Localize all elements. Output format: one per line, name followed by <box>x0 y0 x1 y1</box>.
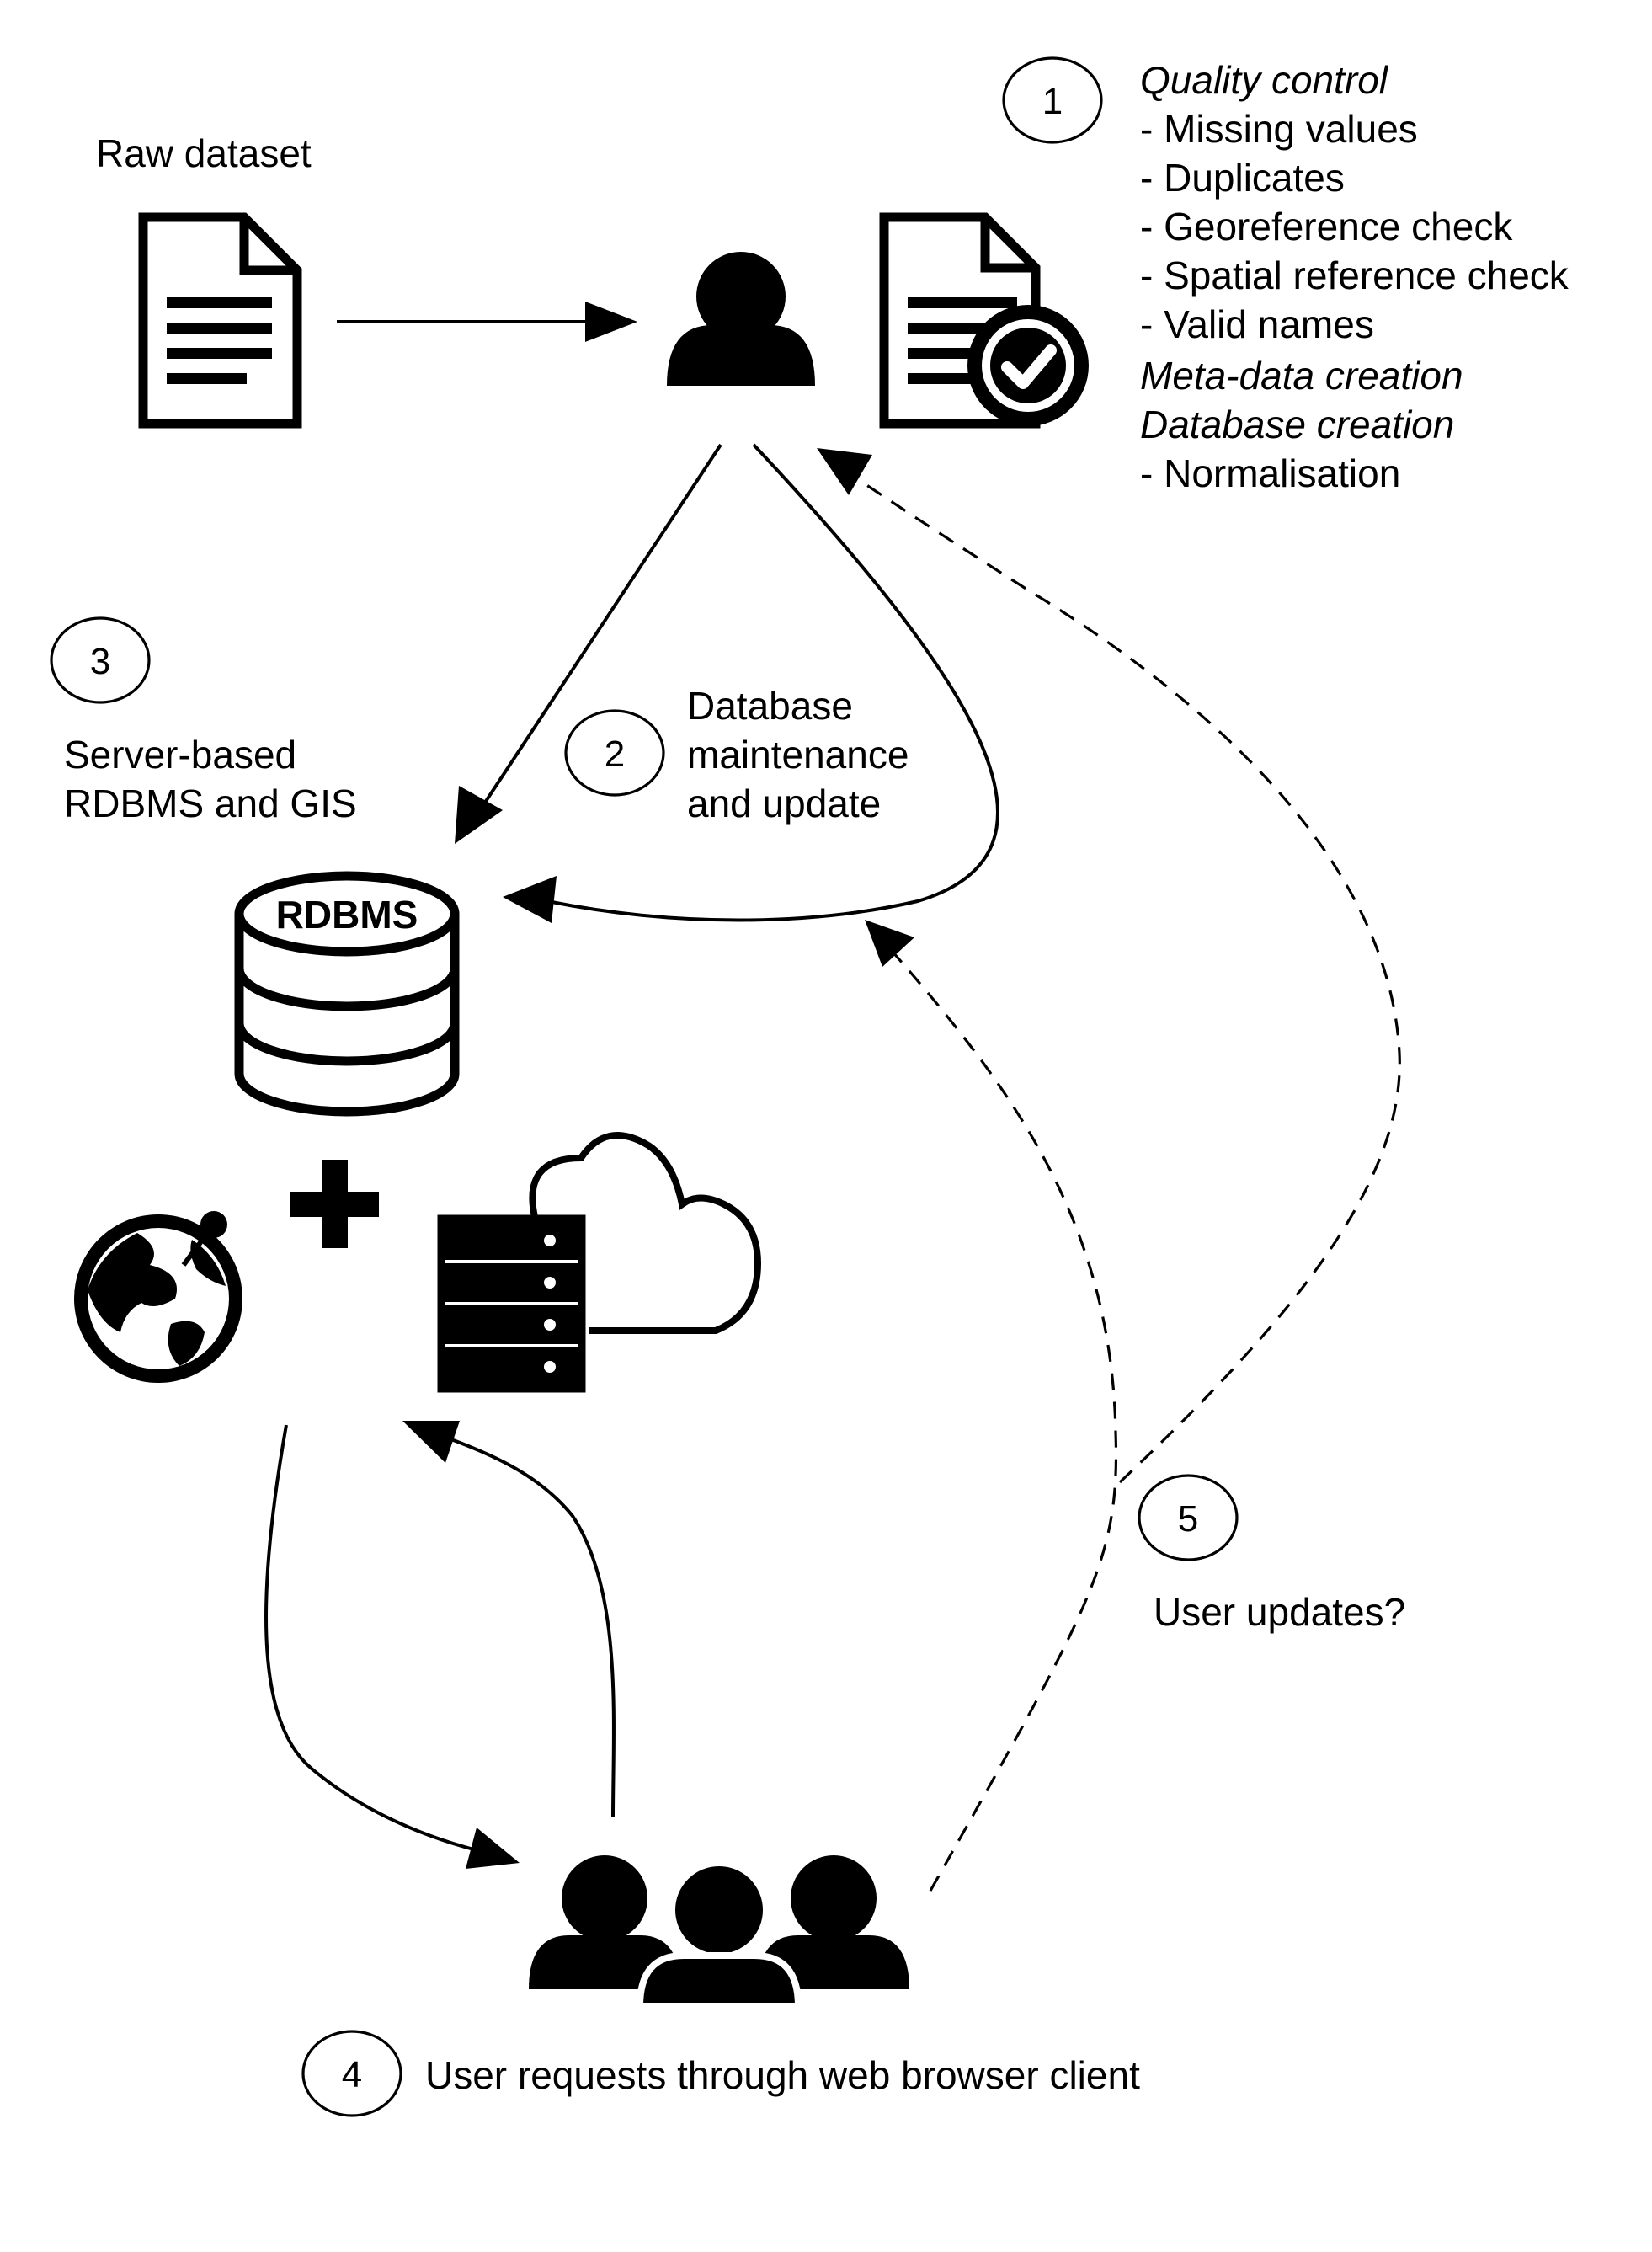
step-5-badge: 5 <box>1138 1474 1239 1561</box>
database-creation-heading: Database creation <box>1140 403 1454 446</box>
step-3-badge: 3 <box>50 616 151 704</box>
arrow-raw-to-user <box>337 302 637 342</box>
check-item: - Missing values <box>1140 107 1418 151</box>
database-label: RDBMS <box>276 893 418 937</box>
normalisation-item: - Normalisation <box>1140 451 1400 495</box>
step-4-label: User requests through web browser client <box>425 2053 1140 2097</box>
check-item: - Georeference check <box>1140 205 1513 248</box>
step-2-badge: 2 <box>564 709 665 797</box>
step-1-text: Quality control - Missing values - Dupli… <box>1140 58 1569 495</box>
document-icon <box>138 212 302 429</box>
svg-text:RDBMS and GIS: RDBMS and GIS <box>64 782 357 825</box>
step-2-text: Database maintenance and update <box>687 684 909 825</box>
database-icon: RDBMS <box>234 871 460 1117</box>
arrow-users-to-server <box>402 1421 616 1817</box>
users-group-icon <box>529 1855 909 2009</box>
svg-text:and update: and update <box>687 782 881 825</box>
plus-icon <box>290 1160 379 1248</box>
check-item: - Spatial reference check <box>1140 253 1569 297</box>
metadata-creation-heading: Meta-data creation <box>1140 354 1463 398</box>
step-4-badge: 4 <box>301 2030 402 2117</box>
svg-text:1: 1 <box>1042 81 1063 122</box>
svg-text:Database: Database <box>687 684 853 728</box>
step-1-badge: 1 <box>1002 56 1103 144</box>
svg-text:3: 3 <box>90 641 110 682</box>
quality-control-heading: Quality control <box>1140 58 1389 102</box>
step-3-text: Server-based RDBMS and GIS <box>64 733 357 825</box>
cloud-server-icon <box>437 1132 762 1393</box>
verified-document-icon <box>879 212 1089 429</box>
arrow-user-to-rdbms <box>455 443 722 844</box>
step-5-label: User updates? <box>1154 1590 1405 1634</box>
user-icon <box>667 252 815 386</box>
svg-text:4: 4 <box>342 2054 362 2095</box>
raw-dataset-label: Raw dataset <box>96 131 312 175</box>
arrow-update-loop <box>503 443 999 923</box>
dashed-arrow-updates-to-user <box>817 448 1401 1484</box>
arrow-gis-to-users <box>264 1424 520 1869</box>
svg-text:Server-based: Server-based <box>64 733 296 776</box>
globe-icon <box>74 1211 242 1383</box>
svg-text:2: 2 <box>605 734 625 775</box>
check-item: - Valid names <box>1140 302 1374 346</box>
dashed-arrow-users-to-update <box>865 920 1118 1892</box>
svg-text:maintenance: maintenance <box>687 733 909 776</box>
svg-text:5: 5 <box>1178 1498 1198 1540</box>
check-item: - Duplicates <box>1140 156 1345 200</box>
